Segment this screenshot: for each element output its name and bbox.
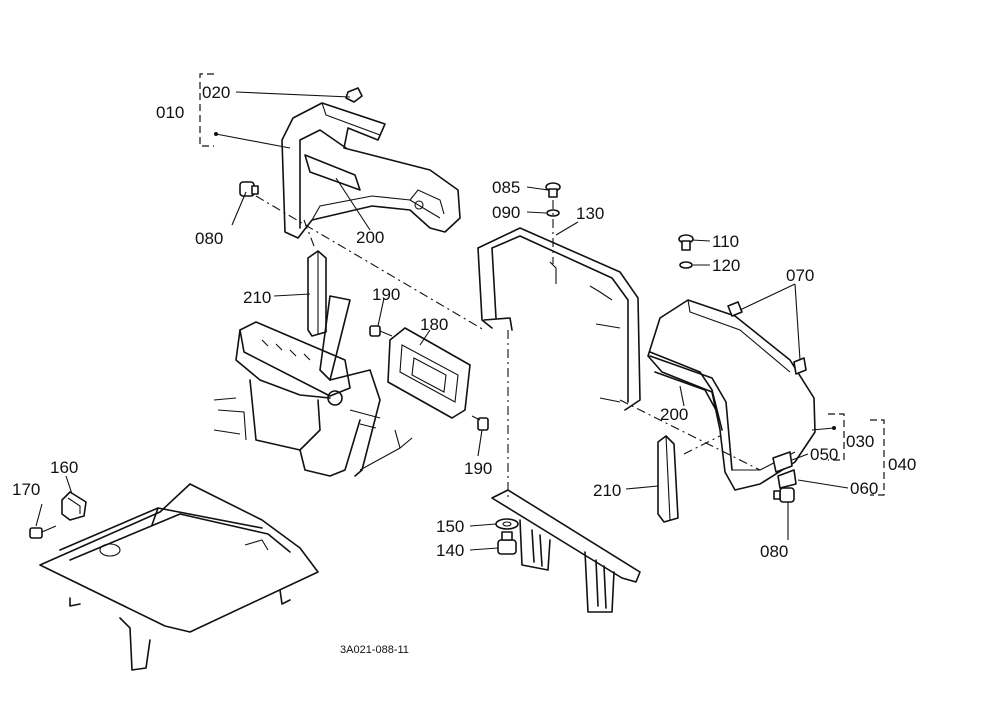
callout-080-right: 080: [760, 542, 788, 561]
callout-180: 180: [420, 315, 448, 334]
right-rubber-strip-200: [649, 351, 723, 431]
bolt-140: [497, 531, 517, 555]
callout-080-left: 080: [195, 229, 223, 248]
callout-070: 070: [786, 266, 814, 285]
left-rubber-strip: [307, 250, 327, 337]
group-brackets: [199, 73, 885, 496]
callout-190-lower: 190: [464, 459, 492, 478]
callout-170: 170: [12, 480, 40, 499]
bolt-190-upper: [369, 325, 393, 337]
callout-200-left: 200: [356, 228, 384, 247]
bolt-190-lower: [471, 415, 489, 431]
bracket-160: [61, 491, 87, 521]
callout-110: 110: [712, 232, 739, 251]
callout-210-left: 210: [243, 288, 271, 307]
leader-lines: [35, 91, 849, 551]
left-fender-panel: [281, 102, 461, 239]
washer-120: [679, 261, 693, 269]
right-rubber-strip-210: [657, 435, 679, 523]
callout-140: 140: [436, 541, 464, 560]
callout-210-right: 210: [593, 481, 621, 500]
callout-120: 120: [712, 256, 740, 275]
screw-110: [678, 234, 694, 251]
left-bolt-080: [239, 181, 259, 197]
clip-070-upper: [727, 301, 743, 317]
callout-010: 010: [156, 103, 184, 122]
assembly-lines: [255, 195, 761, 500]
callout-130: 130: [576, 204, 604, 223]
plate-180: [387, 327, 471, 419]
clip-020: [345, 87, 363, 103]
screw-085: [545, 182, 561, 198]
bottom-bracket: [491, 489, 641, 613]
center-frame-130: [477, 227, 641, 411]
callout-200-right: 200: [660, 405, 688, 424]
callout-020: 020: [202, 83, 230, 102]
callout-labels: 010 020 080 200 210 190 180 190 085 090 …: [12, 83, 916, 656]
right-bolt-080: [773, 487, 795, 503]
callout-190-upper: 190: [372, 285, 400, 304]
callout-040: 040: [888, 455, 916, 474]
callout-150: 150: [436, 517, 464, 536]
dashboard-support-frame: [213, 295, 413, 477]
callout-050: 050: [810, 445, 838, 464]
bolt-170: [29, 525, 57, 539]
callout-060: 060: [850, 479, 878, 498]
callout-030: 030: [846, 432, 874, 451]
washer-150: [495, 518, 519, 530]
callout-090: 090: [492, 203, 520, 222]
callout-085: 085: [492, 178, 520, 197]
drawing-code: 3A021-088-11: [340, 644, 409, 656]
floor-step-plate: [39, 483, 319, 671]
callout-160: 160: [50, 458, 78, 477]
clip-070-lower: [793, 357, 807, 375]
